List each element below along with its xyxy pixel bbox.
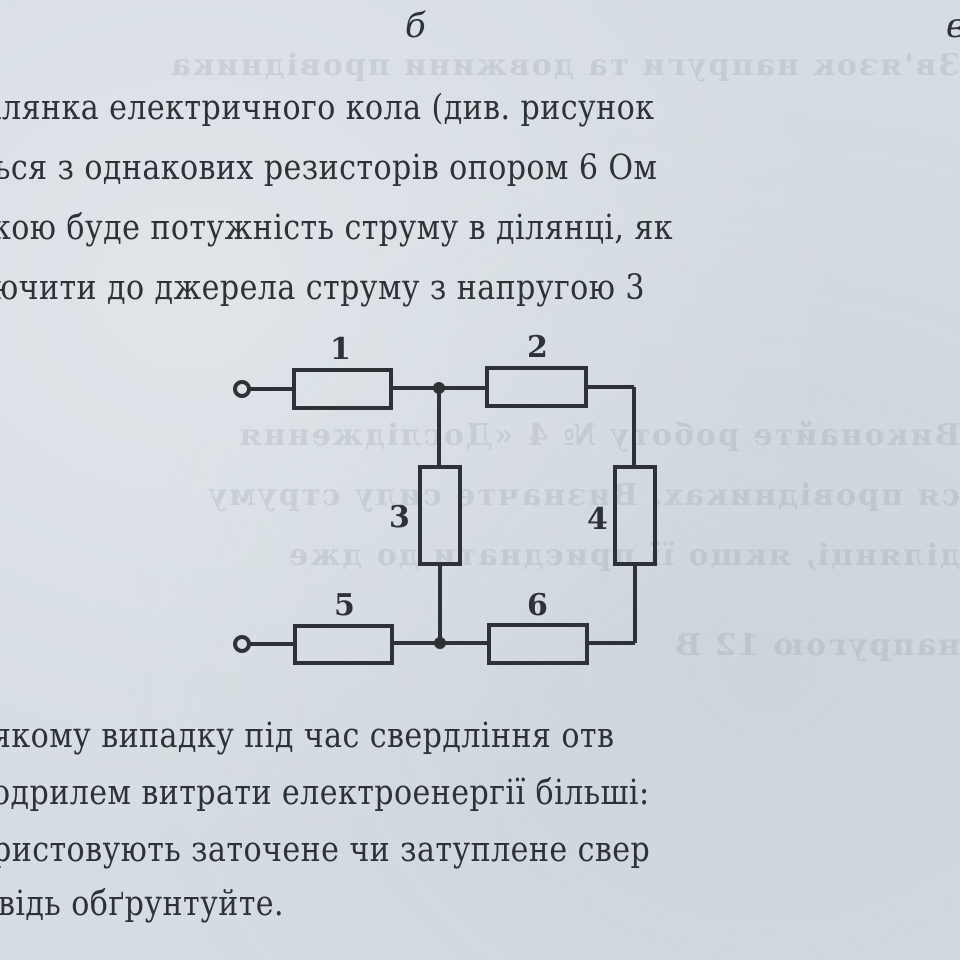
junction-top: [433, 382, 445, 394]
resistor-label-5: 5: [334, 588, 355, 623]
figure-label-b: б: [405, 6, 426, 46]
problem-text-line: ілянка електричного кола (див. рисунок: [0, 88, 655, 128]
terminal-top: [233, 380, 251, 398]
resistor-6: [487, 623, 589, 665]
resistor-2: [485, 366, 588, 408]
resistor-3: [418, 465, 462, 566]
problem-text-line: ючити до джерела струму з напругою 3: [0, 268, 645, 308]
resistor-label-6: 6: [527, 588, 548, 623]
terminal-bottom: [233, 635, 251, 653]
next-problem-text-line: відь обґрунтуйте.: [0, 884, 285, 924]
next-problem-text-line: якому випадку під час свердління отв: [0, 716, 615, 756]
next-problem-text-line: ристовують заточене чи затуплене свер: [0, 830, 651, 870]
figure-label-v: в: [946, 6, 960, 46]
resistor-label-3: 3: [389, 500, 410, 535]
resistor-5: [293, 624, 394, 665]
next-problem-text-line: одрилем витрати електроенергії більші:: [0, 773, 650, 813]
junction-bottom: [434, 637, 446, 649]
problem-text-line: кою буде потужність струму в ділянці, як: [0, 208, 673, 248]
resistor-4: [613, 465, 657, 566]
resistor-label-4: 4: [587, 502, 608, 537]
resistor-label-1: 1: [330, 332, 351, 367]
resistor-label-2: 2: [527, 330, 548, 365]
problem-text-line: ься з однакових резисторів опором 6 Ом: [0, 148, 658, 188]
resistor-1: [292, 368, 393, 410]
